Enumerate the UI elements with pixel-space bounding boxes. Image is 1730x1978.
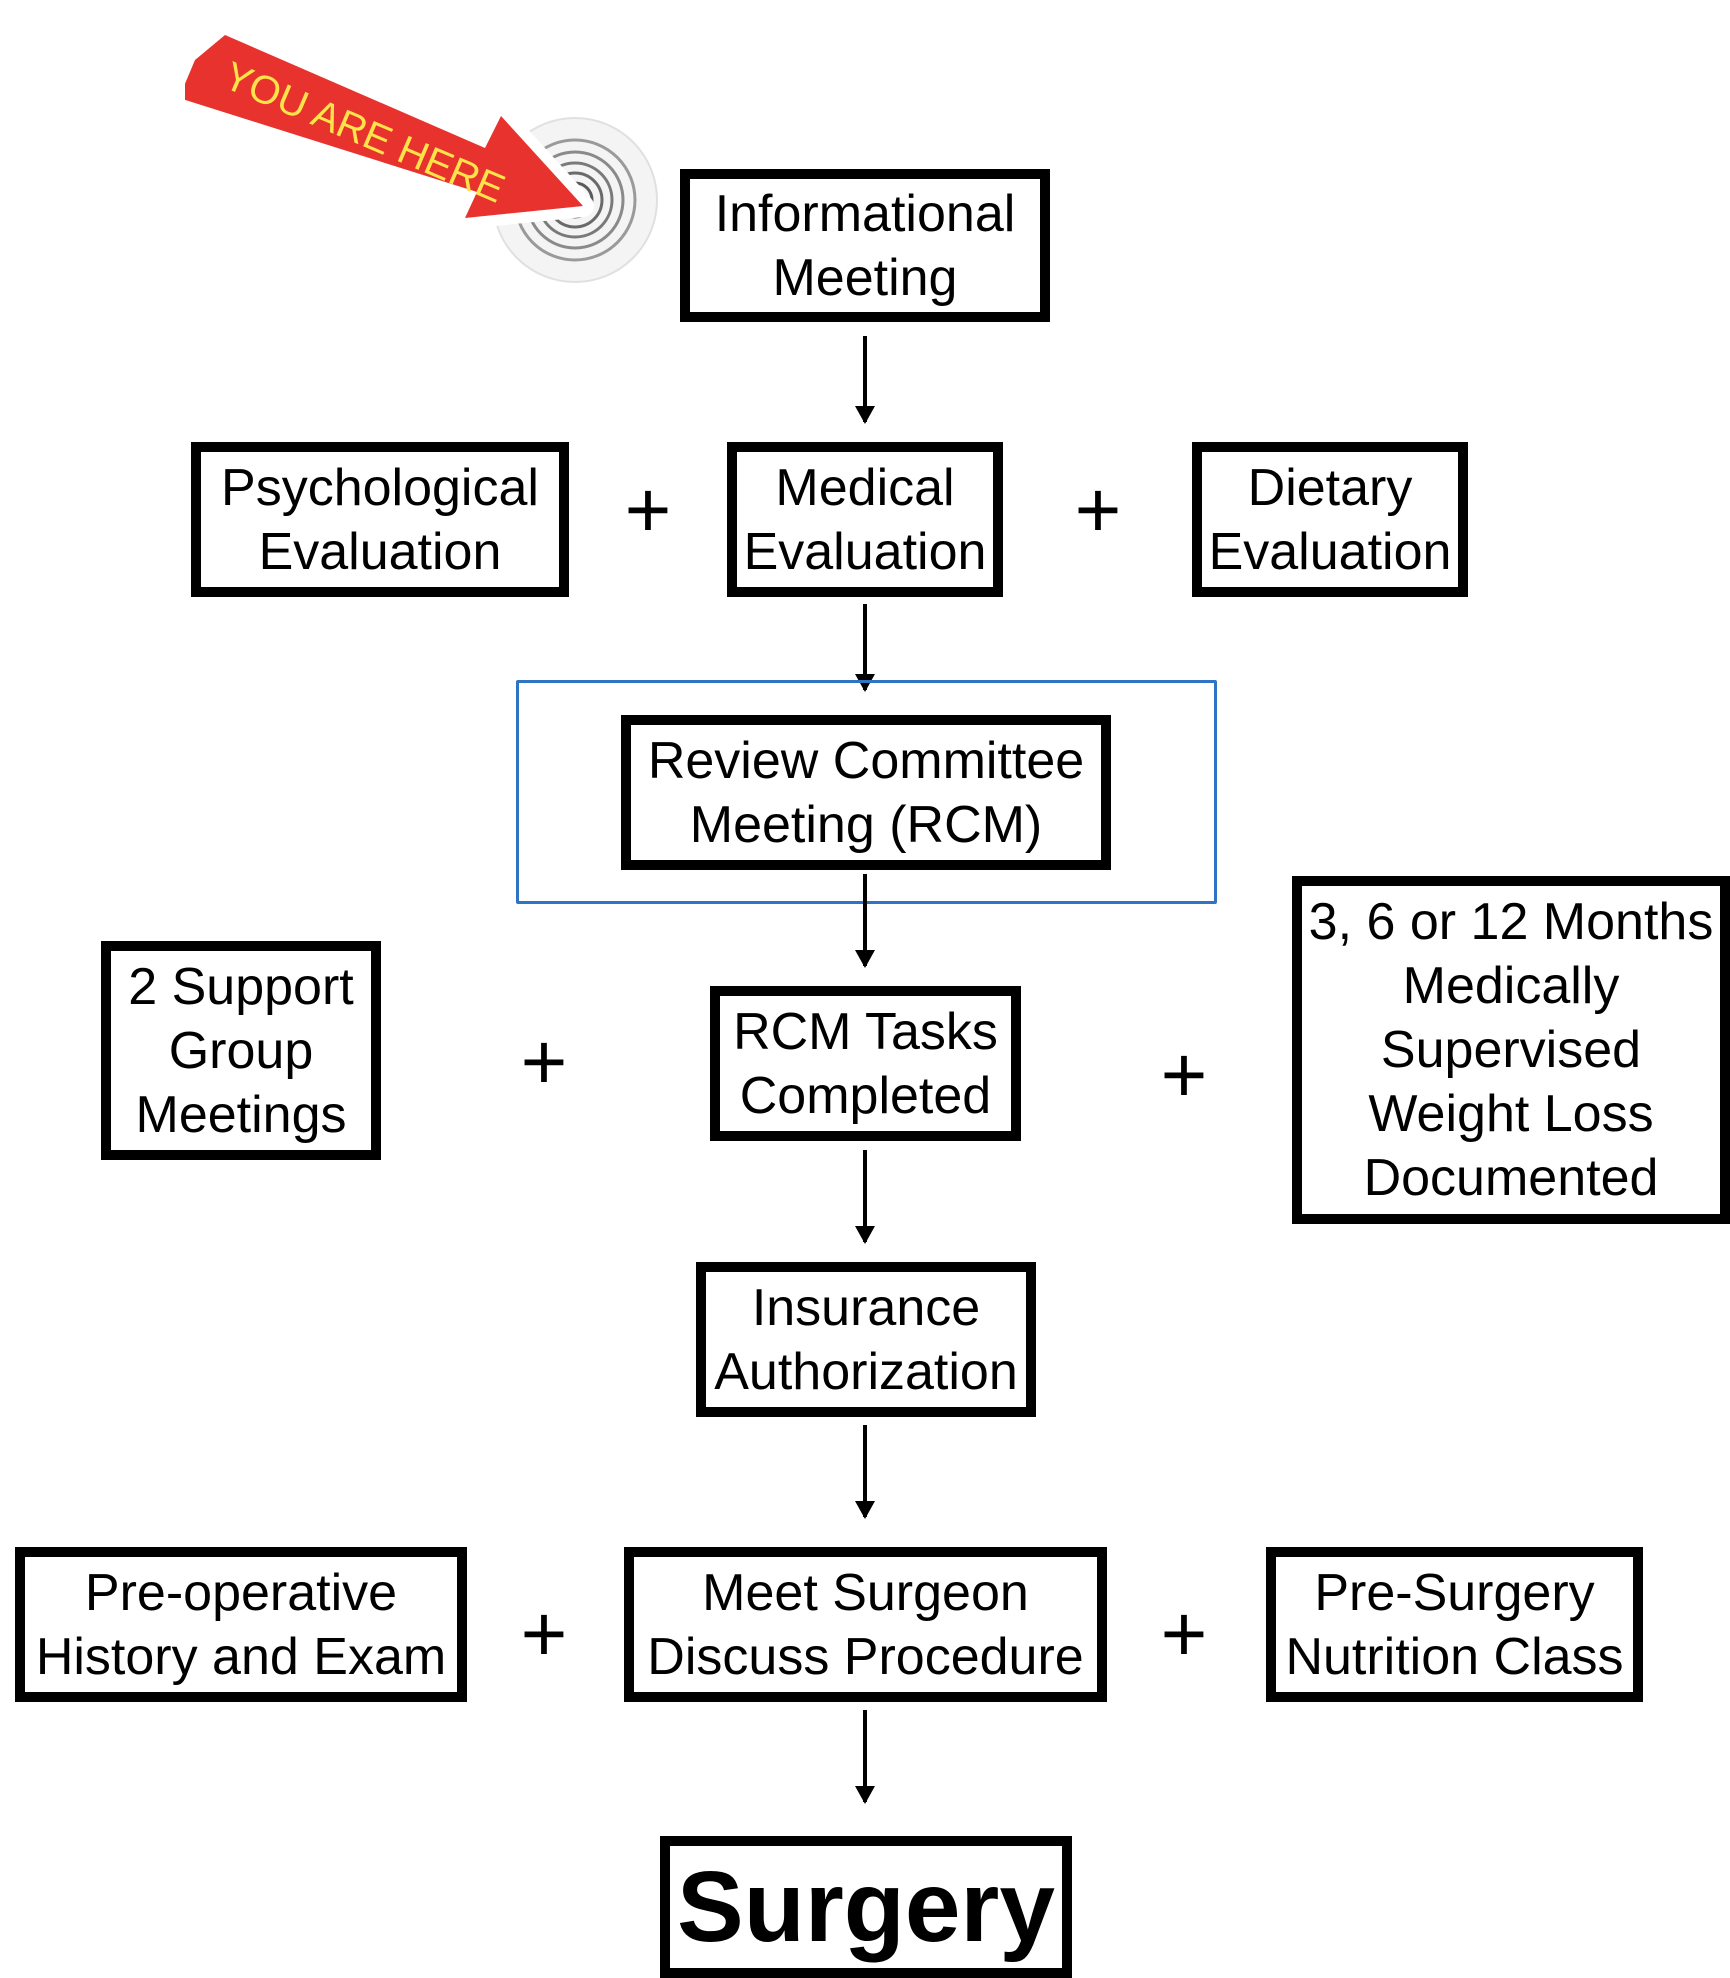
sticker-arrow-shape [185,35,583,218]
plus-sign: + [624,465,672,554]
insurance-authorization-box: Insurance Authorization [696,1262,1036,1417]
medical-evaluation-label: Medical Evaluation [743,458,987,581]
arrow-down-4 [855,1150,875,1244]
plus-sign: + [1160,1589,1208,1678]
surgery-label: Surgery [677,1851,1055,1963]
pre-operative-history-exam-box: Pre-operative History and Exam [15,1547,467,1702]
medical-evaluation-box: Medical Evaluation [727,442,1003,597]
arrow-icon [185,24,594,229]
arrow-down-5 [855,1425,875,1519]
you-are-here-sticker: YOU ARE HERE [185,24,658,283]
weight-loss-documented-box: 3, 6 or 12 Months Medically Supervised W… [1292,876,1730,1224]
plus-sign: + [1074,465,1122,554]
dietary-evaluation-box: Dietary Evaluation [1192,442,1468,597]
arrow-down-1 [855,336,875,424]
meet-surgeon-box: Meet Surgeon Discuss Procedure [624,1547,1107,1702]
rcm-tasks-completed-box: RCM Tasks Completed [710,986,1021,1141]
arrow-down-3 [855,874,875,968]
support-group-meetings-box: 2 Support Group Meetings [101,941,381,1160]
pre-operative-history-exam-label: Pre-operative History and Exam [35,1563,447,1686]
plus-sign: + [1160,1030,1208,1119]
pre-surgery-nutrition-class-box: Pre-Surgery Nutrition Class [1266,1547,1643,1702]
arrow-down-6 [855,1710,875,1804]
insurance-authorization-label: Insurance Authorization [714,1278,1018,1401]
dietary-evaluation-label: Dietary Evaluation [1208,458,1452,581]
pre-surgery-nutrition-class-label: Pre-Surgery Nutrition Class [1285,1563,1624,1686]
weight-loss-documented-label: 3, 6 or 12 Months Medically Supervised W… [1308,893,1714,1207]
plus-sign: + [520,1589,568,1678]
arrow-down-2 [855,604,875,692]
rcm-tasks-completed-label: RCM Tasks Completed [733,1002,998,1125]
plus-sign: + [520,1017,568,1106]
support-group-meetings-label: 2 Support Group Meetings [128,957,354,1144]
surgery-box: Surgery [660,1836,1072,1978]
psychological-evaluation-box: Psychological Evaluation [191,442,569,597]
meet-surgeon-label: Meet Surgeon Discuss Procedure [647,1563,1084,1686]
review-committee-meeting-box: Review Committee Meeting (RCM) [621,715,1111,870]
review-committee-meeting-label: Review Committee Meeting (RCM) [647,731,1085,854]
informational-meeting-label: Informational Meeting [714,184,1016,307]
informational-meeting-box: Informational Meeting [680,169,1050,322]
psychological-evaluation-label: Psychological Evaluation [221,458,539,581]
